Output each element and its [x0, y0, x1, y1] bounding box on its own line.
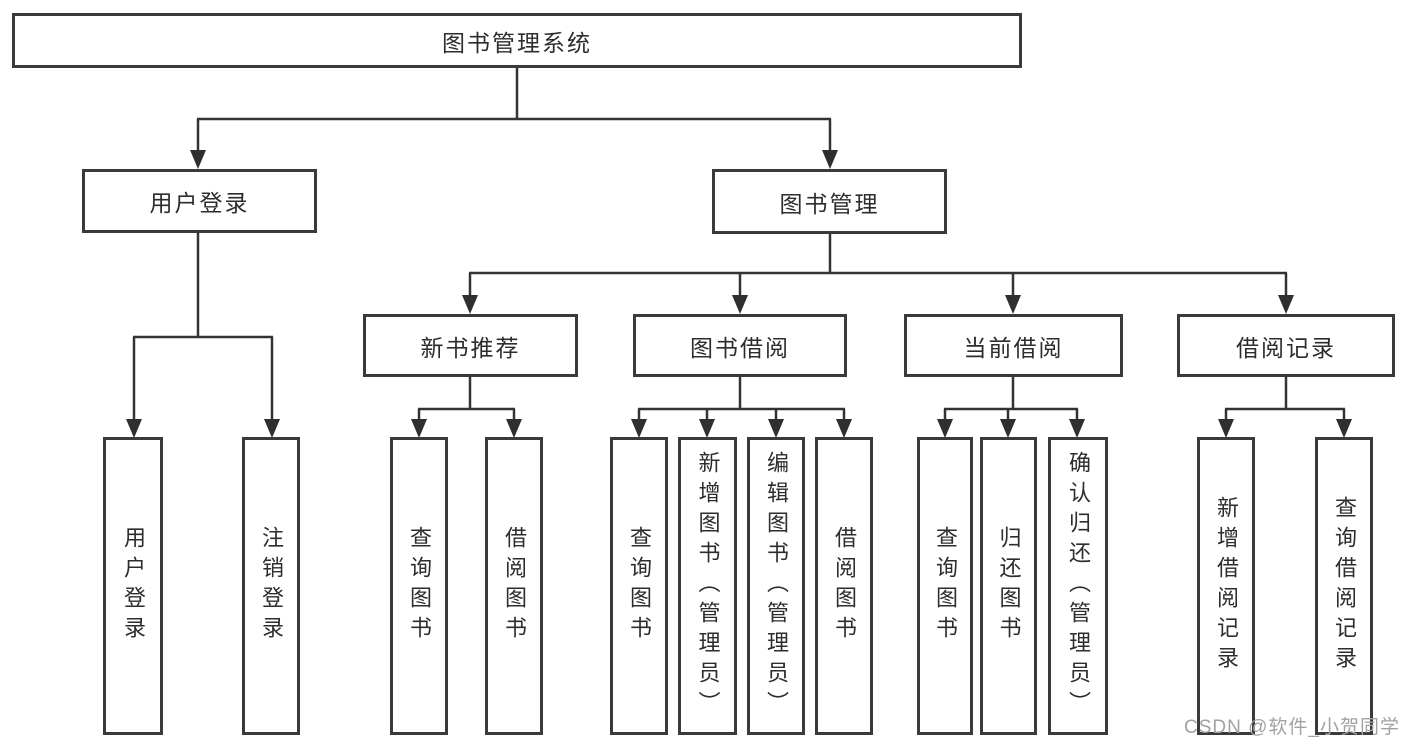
arrow-down-icon [1069, 419, 1085, 438]
arrow-down-icon [1005, 295, 1021, 314]
node-label: 借阅图书 [502, 526, 527, 646]
arrow-down-icon [1000, 419, 1016, 438]
node-book-management: 图书管理 [712, 169, 947, 234]
arrow-down-icon [1218, 419, 1234, 438]
arrow-down-icon [822, 150, 838, 169]
arrow-down-icon [462, 295, 478, 314]
node-add-borrow-record: 新增借阅记录 [1197, 437, 1255, 735]
arrow-down-icon [768, 419, 784, 438]
node-label: 用户登录 [149, 190, 250, 216]
arrow-down-icon [937, 419, 953, 438]
node-label: 确认归还（管理员） [1066, 451, 1091, 721]
node-library-management-system: 图书管理系统 [12, 13, 1022, 68]
arrow-down-icon [411, 419, 427, 438]
node-label: 新增借阅记录 [1214, 496, 1239, 676]
arrow-down-icon [1336, 419, 1352, 438]
node-label: 查询图书 [627, 526, 652, 646]
node-borrowing-records: 借阅记录 [1177, 314, 1395, 377]
node-query-book-recommend: 查询图书 [390, 437, 448, 735]
node-user-login: 用户登录 [82, 169, 317, 233]
node-label: 图书借阅 [690, 334, 790, 361]
node-label: 归还图书 [996, 526, 1022, 646]
csdn-watermark: CSDN @软件_小贺同学 [1184, 717, 1400, 738]
node-label: 编辑图书（管理员） [764, 451, 789, 721]
node-label: 借阅记录 [1236, 334, 1336, 361]
arrow-down-icon [506, 419, 522, 438]
node-query-book-current: 查询图书 [917, 437, 973, 735]
connector-line [132, 68, 1346, 421]
node-user-login-leaf: 用户登录 [103, 437, 163, 735]
arrow-down-icon [836, 419, 852, 438]
node-label: 查询图书 [407, 526, 432, 646]
node-label: 用户登录 [121, 526, 146, 646]
node-label: 当前借阅 [963, 334, 1064, 361]
node-query-book-borrow: 查询图书 [610, 437, 668, 735]
node-current-borrowing: 当前借阅 [904, 314, 1123, 377]
node-confirm-return-admin: 确认归还（管理员） [1048, 437, 1108, 735]
node-query-borrow-record: 查询借阅记录 [1315, 437, 1373, 735]
arrow-down-icon [264, 419, 280, 438]
arrow-down-icon [631, 419, 647, 438]
node-label: 图书管理 [779, 190, 880, 217]
node-label: 借阅图书 [832, 526, 857, 646]
arrow-down-icon [732, 295, 748, 314]
arrow-down-icon [190, 150, 206, 169]
node-add-book-admin: 新增图书（管理员） [678, 437, 737, 735]
node-borrow-book: 借阅图书 [815, 437, 873, 735]
arrow-down-icon [1278, 295, 1294, 314]
node-label: 新增图书（管理员） [695, 451, 721, 721]
node-borrow-book-recommend: 借阅图书 [485, 437, 543, 735]
node-edit-book-admin: 编辑图书（管理员） [747, 437, 805, 735]
node-label: 图书管理系统 [442, 29, 592, 56]
arrow-down-icon [126, 419, 142, 438]
node-label: 注销登录 [259, 526, 284, 646]
node-book-borrowing: 图书借阅 [633, 314, 847, 377]
node-label: 查询借阅记录 [1332, 496, 1357, 676]
node-return-book: 归还图书 [980, 437, 1037, 735]
arrow-down-icon [699, 419, 715, 438]
node-label: 新书推荐 [420, 334, 521, 361]
node-new-book-recommendation: 新书推荐 [363, 314, 578, 377]
node-logout: 注销登录 [242, 437, 300, 735]
node-label: 查询图书 [933, 526, 958, 646]
